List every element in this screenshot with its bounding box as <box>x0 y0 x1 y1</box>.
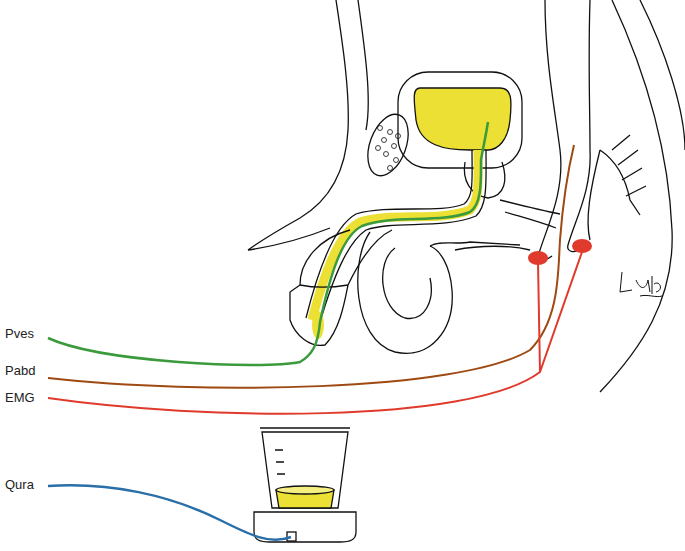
flowmeter-port <box>287 532 296 541</box>
beaker-marks <box>275 450 285 474</box>
emg-electrode <box>572 239 592 253</box>
penis-outline <box>248 228 350 285</box>
testis <box>383 248 432 318</box>
body-outline <box>248 0 348 250</box>
pves-catheter <box>48 122 488 365</box>
buttock-outline <box>600 0 672 392</box>
emg-wire <box>48 252 582 414</box>
pubic-bone <box>360 109 416 181</box>
beaker <box>262 432 348 508</box>
bladder-urine <box>414 88 511 150</box>
rectum-wall <box>568 0 590 252</box>
signal-label: Qura <box>5 478 34 492</box>
qura-cable <box>48 485 291 540</box>
beaker-urine-top <box>276 486 334 494</box>
body-outline-inner <box>358 0 368 130</box>
bladder-wall <box>398 72 522 168</box>
urethra-wall <box>306 150 472 318</box>
pelvic-floor <box>500 200 560 228</box>
signal-label: EMG <box>5 391 35 405</box>
perineum-outline <box>455 246 530 250</box>
emg-electrode <box>528 251 548 265</box>
urethra-wall <box>320 150 486 322</box>
glans <box>300 285 348 287</box>
flowmeter <box>254 512 356 542</box>
back-outline <box>640 0 685 150</box>
signal-label: Pabd <box>5 364 35 378</box>
scrotum <box>358 232 452 353</box>
pabd-catheter <box>48 145 574 388</box>
sacrum <box>588 135 646 240</box>
penis-outline <box>290 230 392 345</box>
signal-label: Pves <box>5 327 34 341</box>
bone-dots <box>376 126 401 171</box>
beaker-rim <box>260 427 350 428</box>
rectum-wall <box>539 0 561 259</box>
perineum <box>430 242 520 246</box>
signature-scribble <box>620 272 662 297</box>
